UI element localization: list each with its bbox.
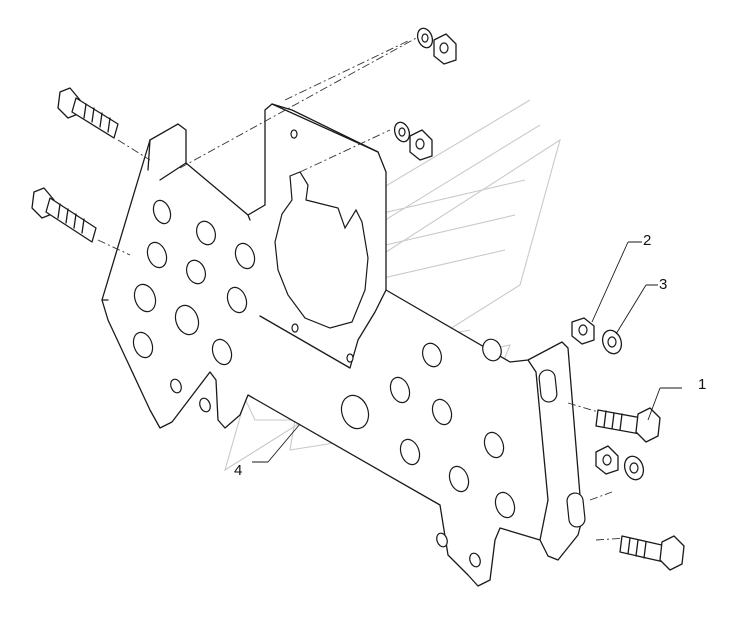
bolt-right-lower: [619, 535, 685, 571]
bolt-upper-left: [57, 87, 119, 139]
callout-2: 2: [643, 232, 651, 249]
washer-mid: [393, 121, 411, 143]
callout-4: 4: [234, 462, 242, 479]
callout-3: 3: [659, 276, 667, 293]
mounting-bracket: [101, 103, 586, 587]
assembly-centerlines: [97, 35, 627, 541]
washer-right-upper: [601, 329, 623, 355]
bolt-right-upper: [595, 407, 661, 443]
nut-right-lower: [595, 445, 619, 475]
nut-top: [433, 33, 457, 65]
callout-leaders: [252, 241, 682, 463]
washer-top: [416, 27, 434, 49]
callout-1: 1: [698, 376, 706, 393]
nut-mid: [409, 129, 433, 161]
bolt-lower-left: [31, 187, 97, 243]
nut-right-upper: [571, 317, 595, 345]
washer-right-lower: [623, 455, 645, 481]
